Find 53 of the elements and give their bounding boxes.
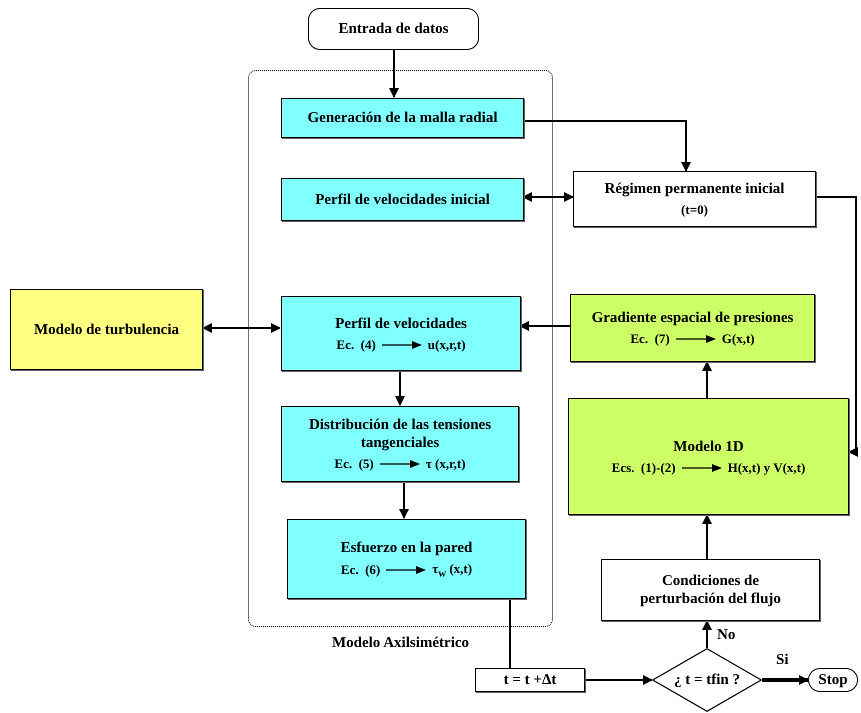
box-title: Régimen permanente inicial xyxy=(604,180,786,198)
process-box xyxy=(568,398,849,515)
arrow xyxy=(389,50,399,98)
process-box xyxy=(281,178,524,221)
box-title: Gradiente espacial de presiones xyxy=(590,309,794,327)
equation-result: τ (x,r,t) xyxy=(426,456,466,472)
terminal-box xyxy=(808,668,858,692)
arrow xyxy=(522,192,574,202)
arrow xyxy=(395,370,405,406)
process-box xyxy=(475,668,585,692)
box-title: t = t +Δt xyxy=(502,671,558,689)
box-title: Condiciones de perturbación del flujo xyxy=(639,572,782,608)
box-title: Modelo 1D xyxy=(672,438,745,456)
arrow xyxy=(762,675,809,685)
arrow xyxy=(702,514,712,559)
equation-result: u(x,r,t) xyxy=(428,336,466,352)
box-title: Modelo de turbulencia xyxy=(33,320,180,338)
arrow xyxy=(523,120,691,172)
decision-diamond xyxy=(652,648,762,712)
arrow xyxy=(585,675,653,685)
box-title: Esfuerzo en la pared xyxy=(340,538,474,557)
arrow xyxy=(702,620,712,648)
equation-result: H(x,t) y V(x,t) xyxy=(728,460,806,476)
equation-ref: Ec. (5) xyxy=(334,456,374,472)
process-box xyxy=(573,171,816,227)
process-box xyxy=(10,289,203,370)
arrow xyxy=(816,196,858,457)
arrow xyxy=(519,321,570,331)
equation-ref: Ec. (6) xyxy=(340,562,380,578)
terminal-box xyxy=(308,8,479,50)
box-title: Stop xyxy=(817,671,849,689)
equation-ref: Ec. (7) xyxy=(630,331,670,347)
box-title: Entrada de datos xyxy=(337,20,450,38)
arrow xyxy=(202,323,281,333)
process-box xyxy=(281,296,521,371)
box-text: (t=0) xyxy=(681,202,708,218)
equation-result: G(x,t) xyxy=(722,331,755,347)
process-box xyxy=(281,406,519,482)
equation-result: τ$_{w}$ (x,t) xyxy=(432,560,472,580)
process-box xyxy=(601,559,820,621)
process-box xyxy=(570,294,815,362)
equation-ref: Ec. (4) xyxy=(336,336,376,352)
process-box xyxy=(287,519,526,599)
arrow xyxy=(399,481,409,519)
arrow xyxy=(702,361,712,398)
box-title: Perfil de velocidades inicial xyxy=(314,190,491,208)
group-label: Modelo Axilsimétrico xyxy=(330,635,470,652)
box-title: ¿ t = tfin ? xyxy=(672,671,742,689)
box-title: Generación de la malla radial xyxy=(306,109,498,127)
process-box xyxy=(281,98,524,138)
box-title: Perfil de velocidades xyxy=(334,314,468,332)
box-title: Distribución de las tensiones tangenciales xyxy=(308,416,492,452)
equation-ref: Ecs. (1)-(2) xyxy=(612,460,676,476)
